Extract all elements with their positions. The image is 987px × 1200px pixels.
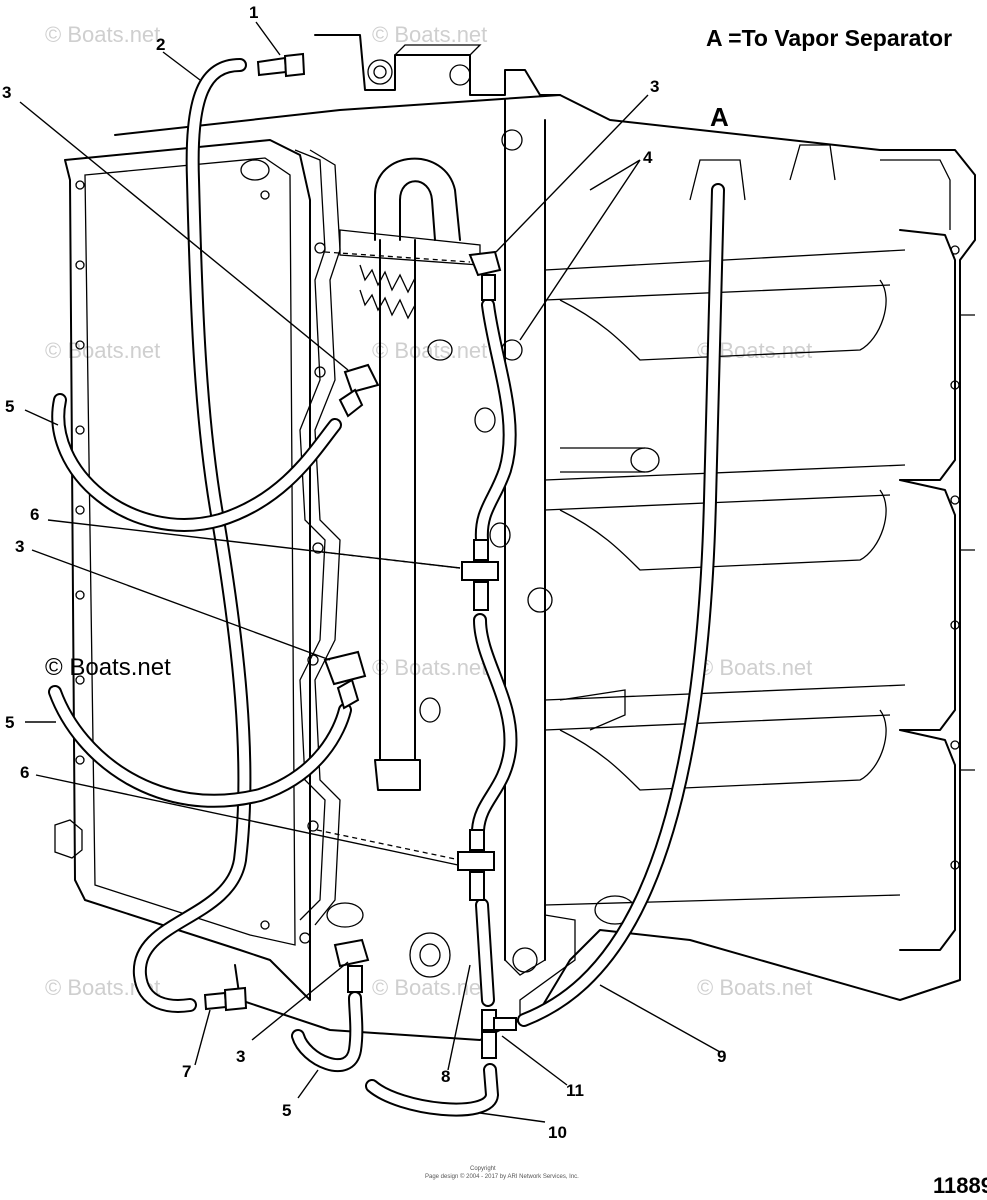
callout-3: 3	[236, 1047, 245, 1066]
copyright-line-2: Page design © 2004 - 2017 by ARI Network…	[425, 1173, 579, 1180]
engine-block	[54, 34, 976, 1041]
copyright-line-1: Copyright	[470, 1166, 496, 1172]
hoses	[48, 58, 725, 1117]
callout-3: 3	[15, 537, 24, 556]
callout-6: 6	[20, 763, 29, 782]
watermark: © Boats.net	[45, 338, 160, 363]
figure-number: 11889	[933, 1173, 987, 1198]
callouts: 1 2 3 3 4 5 6 3 5 6 7 3 5 8 9 10 11	[2, 3, 726, 1142]
callout-8: 8	[441, 1067, 450, 1086]
callout-5: 5	[5, 713, 14, 732]
fittings	[203, 52, 517, 1059]
watermark: © Boats.net	[372, 655, 487, 680]
legend-vapor-separator: A =To Vapor Separator	[706, 25, 952, 51]
callout-3: 3	[650, 77, 659, 96]
callout-3: 3	[2, 83, 11, 102]
callout-7: 7	[182, 1062, 191, 1081]
callout-1: 1	[249, 3, 258, 22]
callout-5: 5	[5, 397, 14, 416]
callout-9: 9	[717, 1047, 726, 1066]
callout-11: 11	[566, 1081, 584, 1100]
callout-6: 6	[30, 505, 39, 524]
callout-2: 2	[156, 35, 165, 54]
leader-lines	[19, 21, 721, 1123]
connection-label-a: A	[710, 102, 729, 132]
watermark: © Boats.net	[372, 338, 487, 363]
watermark: © Boats.net	[372, 975, 487, 1000]
callout-5: 5	[282, 1101, 291, 1120]
callout-10: 10	[548, 1123, 567, 1142]
watermark: © Boats.net	[697, 975, 812, 1000]
watermark: © Boats.net	[45, 22, 160, 47]
watermark-dark: © Boats.net	[45, 654, 171, 681]
watermark: © Boats.net	[697, 655, 812, 680]
watermark: © Boats.net	[372, 22, 487, 47]
callout-4: 4	[643, 148, 653, 167]
